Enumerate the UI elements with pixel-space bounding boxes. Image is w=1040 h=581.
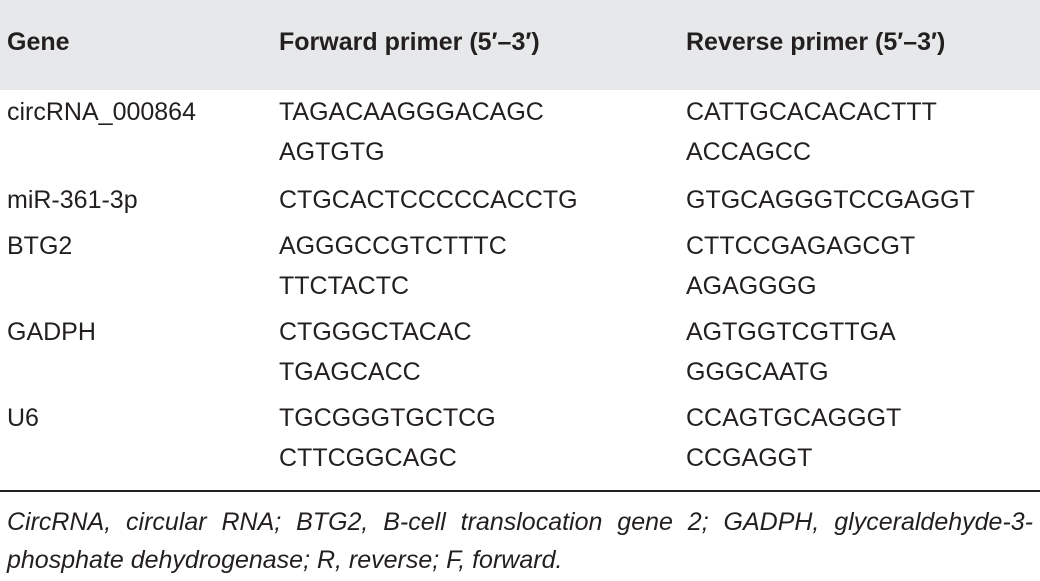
- table-cell-reverse: GGGCAATG: [686, 358, 829, 386]
- table-cell-reverse: AGTGGTCGTTGA: [686, 318, 896, 346]
- table-cell-reverse: AGAGGGG: [686, 272, 817, 300]
- table-cell-reverse: ACCAGCC: [686, 138, 812, 166]
- table-cell-gene: miR-361-3p: [7, 186, 138, 214]
- header-forward-primer: Forward primer (5′–3′): [279, 28, 540, 56]
- table-cell-reverse: GTGCAGGGTCCGAGGT: [686, 186, 975, 214]
- table-cell-forward: AGTGTG: [279, 138, 385, 166]
- table-footnote: CircRNA, circular RNA; BTG2, B-cell tran…: [7, 508, 1033, 574]
- header-gene: Gene: [7, 28, 70, 56]
- table-cell-forward: CTTCGGCAGC: [279, 444, 457, 472]
- table-cell-forward: AGGGCCGTCTTTC: [279, 232, 507, 260]
- table-cell-reverse: CCGAGGT: [686, 444, 813, 472]
- table-cell-gene: U6: [7, 404, 39, 432]
- table-cell-forward: TTCTACTC: [279, 272, 410, 300]
- table-cell-forward: TAGACAAGGGACAGC: [279, 98, 544, 126]
- table-cell-forward: TGCGGGTGCTCG: [279, 404, 496, 432]
- table-cell-gene: BTG2: [7, 232, 73, 260]
- table-cell-gene: GADPH: [7, 318, 96, 346]
- table-cell-forward: TGAGCACC: [279, 358, 421, 386]
- table-bottom-rule: [0, 490, 1040, 492]
- table-cell-forward: CTGGGCTACAC: [279, 318, 472, 346]
- table-cell-reverse: CATTGCACACACTTT: [686, 98, 937, 126]
- header-reverse-primer: Reverse primer (5′–3′): [686, 28, 946, 56]
- table-cell-reverse: CTTCCGAGAGCGT: [686, 232, 916, 260]
- table-cell-reverse: CCAGTGCAGGGT: [686, 404, 902, 432]
- table-header-band: [0, 0, 1040, 90]
- table-cell-forward: CTGCACTCCCCCACCTG: [279, 186, 578, 214]
- table-cell-gene: circRNA_000864: [7, 98, 196, 126]
